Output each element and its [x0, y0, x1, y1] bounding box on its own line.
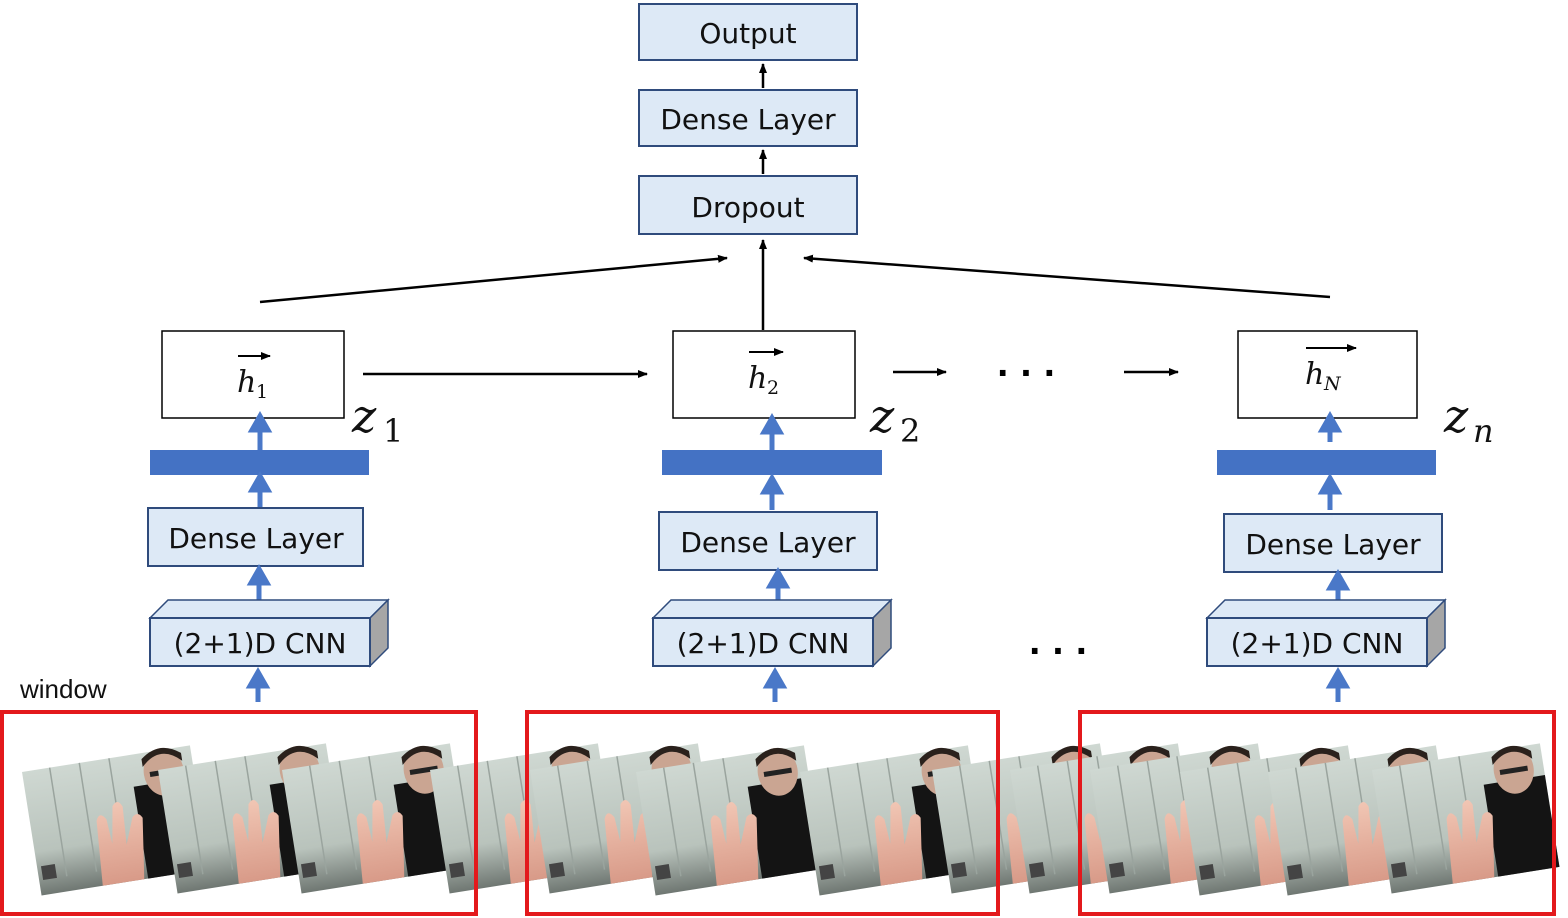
- dense-layer-box-N: Dense Layer: [1223, 513, 1443, 573]
- zn-symbol: z: [1443, 389, 1469, 443]
- z-label-2: z 2: [869, 389, 920, 450]
- z1-subscript: 1: [383, 412, 403, 450]
- hidden-ellipsis: · · ·: [997, 354, 1056, 392]
- hidden-state-2-subscript: 2: [767, 377, 779, 399]
- window-label: window: [19, 674, 107, 704]
- blue-arrow-dense-to-feature-2: [759, 472, 785, 510]
- hidden-state-N: h N: [1237, 330, 1418, 419]
- arrow-h1-to-dropout: [259, 254, 728, 304]
- blue-arrow-window-to-cnn-N: [1325, 666, 1351, 702]
- sliding-window-3: [1078, 710, 1556, 916]
- zn-subscript: n: [1473, 412, 1494, 450]
- dense-layer-1-label: Dense Layer: [168, 522, 344, 555]
- hidden-state-N-symbol: h: [1305, 357, 1324, 392]
- video-frame-strip: [20, 740, 1561, 897]
- hidden-state-N-subscript: N: [1323, 373, 1342, 395]
- arrow-hN-to-dropout: [803, 254, 1331, 299]
- z-label-n: z n: [1443, 389, 1494, 450]
- dense-layer-N-label: Dense Layer: [1245, 528, 1421, 561]
- cnn-1-label: (2+1)D CNN: [174, 627, 347, 660]
- blue-arrow-cnn-to-dense-1: [246, 563, 272, 600]
- z2-symbol: z: [869, 389, 895, 443]
- dense-layer-2-label: Dense Layer: [680, 526, 856, 559]
- hidden-state-1-symbol: h: [237, 365, 256, 400]
- blue-arrow-window-to-cnn-1: [245, 666, 271, 702]
- cnn-N-label: (2+1)D CNN: [1231, 627, 1404, 660]
- output-box: Output: [638, 3, 858, 61]
- cnn-2-label: (2+1)D CNN: [677, 627, 850, 660]
- output-label: Output: [699, 17, 796, 50]
- dropout-box: Dropout: [638, 175, 858, 235]
- blue-arrow-cnn-to-dense-2: [765, 566, 791, 600]
- blue-arrow-cnn-to-dense-N: [1325, 568, 1351, 600]
- cnn-ellipsis: · · ·: [1029, 632, 1088, 670]
- feature-bar-1: [150, 450, 369, 475]
- dropout-label: Dropout: [691, 191, 804, 224]
- top-dense-layer-box: Dense Layer: [638, 89, 858, 147]
- top-dense-layer-label: Dense Layer: [660, 103, 836, 136]
- hidden-state-1-subscript: 1: [256, 381, 268, 403]
- dense-layer-box-1: Dense Layer: [147, 507, 364, 567]
- feature-bar-N: [1217, 450, 1436, 475]
- sliding-window-2: [525, 710, 1000, 916]
- dense-layer-box-2: Dense Layer: [658, 511, 878, 571]
- z-label-1: z 1: [351, 389, 403, 450]
- cnn-block-2: (2+1)D CNN: [651, 598, 893, 668]
- blue-arrow-dense-to-feature-N: [1317, 472, 1343, 510]
- cnn-block-1: (2+1)D CNN: [148, 598, 390, 668]
- blue-arrow-feature-to-hN: [1317, 410, 1343, 442]
- blue-arrow-feature-to-h2: [759, 412, 785, 450]
- hidden-state-1: h 1: [161, 330, 345, 419]
- sliding-window-1: [0, 710, 478, 916]
- hidden-state-2-symbol: h: [748, 361, 767, 396]
- blue-arrow-window-to-cnn-2: [762, 666, 788, 702]
- cnn-block-N: (2+1)D CNN: [1205, 598, 1447, 668]
- blue-arrow-feature-to-h1: [247, 410, 273, 450]
- hidden-state-2: h 2: [672, 330, 856, 419]
- z1-symbol: z: [351, 389, 377, 443]
- blue-arrow-dense-to-feature-1: [247, 470, 273, 508]
- feature-bar-2: [662, 450, 882, 475]
- z2-subscript: 2: [900, 412, 920, 450]
